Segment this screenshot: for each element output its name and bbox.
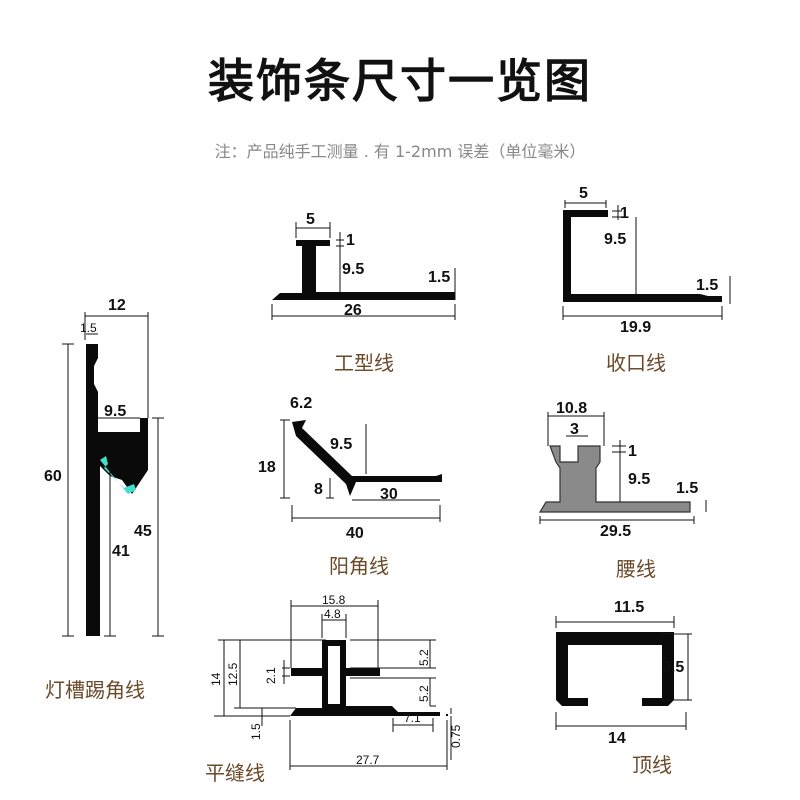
caption-shoukou: 收口线 <box>606 351 666 375</box>
profile-dengcao: 12 1.5 60 9.5 45 41 灯槽踢角线 <box>44 297 164 702</box>
dimension-lines <box>555 616 692 730</box>
dimension-label: 40 <box>346 525 364 542</box>
profile-pingfeng: 15.8 4.8 14 12.5 2.1 5.2 5.2 1.5 7.1 0.7… <box>205 593 463 785</box>
dimension-label: 5 <box>306 211 315 228</box>
dimension-label: 0.75 <box>449 724 463 748</box>
dimension-label: 18 <box>258 459 276 476</box>
profile-shape <box>556 632 674 706</box>
dimension-label: 9.5 <box>342 261 364 278</box>
dimension-label: 9.5 <box>628 471 650 488</box>
profile-yangjiao: 6.2 18 9.5 8 30 40 阳角线 <box>258 395 442 578</box>
dimension-label: 5.2 <box>417 649 431 666</box>
dimension-label: 7.1 <box>404 711 421 725</box>
dimension-label: 14 <box>209 672 223 686</box>
dimension-lines <box>214 600 452 770</box>
dimension-label: 11.5 <box>614 599 644 616</box>
dimension-label: 1.5 <box>249 723 263 740</box>
caption-yangjiao: 阳角线 <box>329 554 389 578</box>
caption-gongxing: 工型线 <box>334 351 394 375</box>
dimension-lines <box>562 200 731 320</box>
dimension-label: 12 <box>108 297 126 314</box>
caption-dingxian: 顶线 <box>632 753 672 777</box>
dimension-label: 41 <box>112 543 130 560</box>
dimension-label: 9.5 <box>104 403 126 420</box>
dimension-label: 1.5 <box>80 321 97 335</box>
measurement-note: 注：产品纯手工测量 . 有 1-2mm 误差（单位毫米） <box>214 142 586 161</box>
profile-dingxian: 11.5 9.5 14 顶线 <box>555 599 692 777</box>
dimension-label: 14 <box>608 730 626 747</box>
profile-shape <box>86 344 148 636</box>
dimension-label: 9.5 <box>330 436 352 453</box>
dimension-label: 27.7 <box>356 753 380 767</box>
caption-yaoxian: 腰线 <box>616 557 656 581</box>
dimension-label: 1 <box>620 205 629 222</box>
dimension-label: 29.5 <box>600 523 631 540</box>
dimension-label: 1 <box>628 443 637 460</box>
dimension-label: 5 <box>579 185 588 202</box>
dimension-label: 4.8 <box>324 607 341 621</box>
dimension-label: 45 <box>134 523 152 540</box>
dimension-label: 8 <box>314 481 323 498</box>
dimension-label: 12.5 <box>226 662 240 686</box>
profile-shoukou: 5 1 9.5 1.5 19.9 收口线 <box>562 185 731 375</box>
dimension-label: 10.8 <box>556 400 587 417</box>
dimension-label: 1.5 <box>676 480 698 497</box>
dimension-label: 5.2 <box>417 685 431 702</box>
dimension-label: 19.9 <box>620 319 651 336</box>
dimension-label: 15.8 <box>322 593 346 607</box>
dimension-lines <box>280 419 441 522</box>
dimension-label: 9.5 <box>662 659 684 676</box>
profile-gongxing: 5 1 9.5 1.5 26 工型线 <box>271 211 456 375</box>
dimension-label: 3 <box>570 421 579 438</box>
profile-yaoxian: 10.8 3 1 9.5 1.5 29.5 腰线 <box>538 400 707 581</box>
dimension-label: 60 <box>44 468 62 485</box>
page-title: 装饰条尺寸一览图 <box>208 54 592 108</box>
profile-shape <box>328 646 340 704</box>
dimension-lines <box>62 312 164 637</box>
dimension-label: 1.5 <box>696 277 718 294</box>
dimension-label: 30 <box>380 486 398 503</box>
dimension-label: 2.1 <box>264 667 278 684</box>
profile-shape <box>292 420 442 496</box>
caption-pingfeng: 平缝线 <box>205 761 265 785</box>
caption-dengcao: 灯槽踢角线 <box>45 678 145 702</box>
dimension-label: 6.2 <box>290 395 312 412</box>
dimension-lines <box>539 412 707 524</box>
led-strip <box>100 456 136 494</box>
dimension-label: 26 <box>344 302 362 319</box>
dimension-label: 1 <box>346 232 355 249</box>
dimension-label: 1.5 <box>428 269 450 286</box>
profile-shape <box>538 445 691 513</box>
dimension-lines <box>271 222 456 320</box>
dimension-label: 9.5 <box>604 231 626 248</box>
profile-shape <box>272 240 455 300</box>
